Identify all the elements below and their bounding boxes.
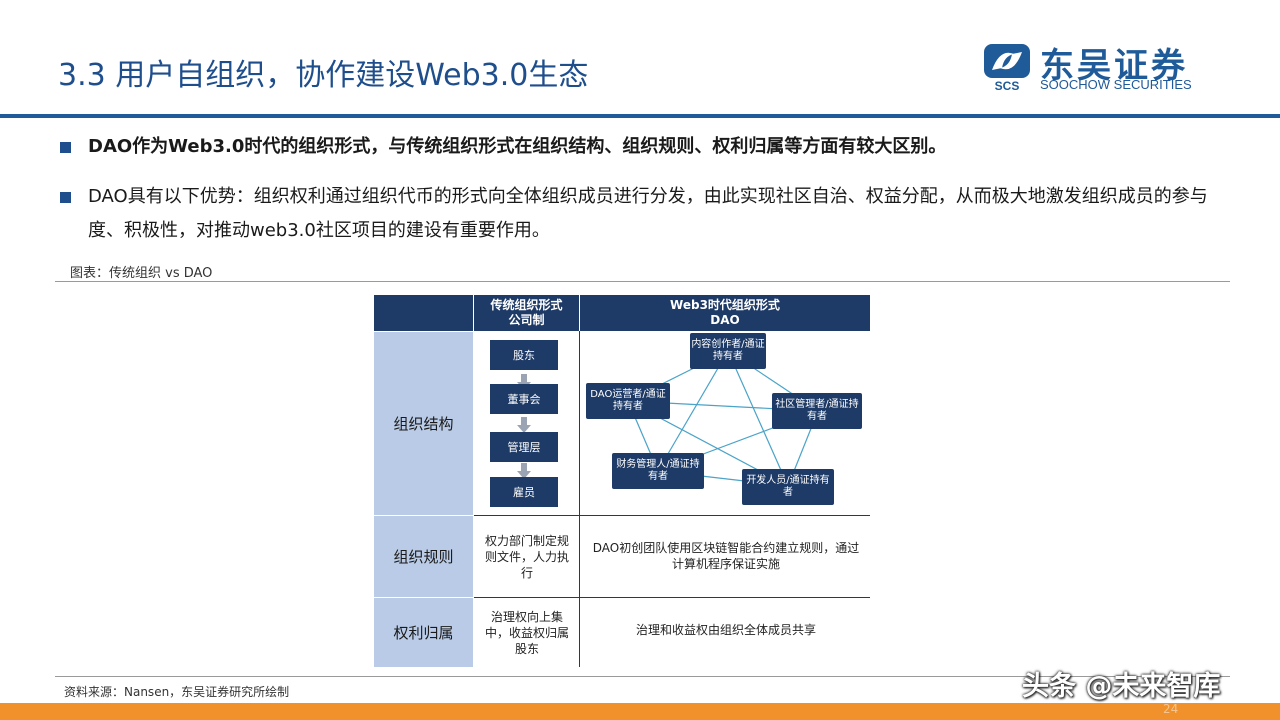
- source-divider: [55, 676, 1230, 677]
- row-header-structure: 组织结构: [374, 332, 473, 515]
- logo-english-name: SOOCHOW SECURITIES: [1040, 77, 1192, 92]
- bullet-square-icon: [60, 142, 71, 153]
- page-title: 3.3 用户自组织，协作建设Web3.0生态: [58, 58, 589, 93]
- row-divider: [474, 597, 870, 598]
- dao-node-finance: 财务管理人/通证持有者: [612, 453, 704, 489]
- bullet-text: DAO作为Web3.0时代的组织形式，与传统组织形式在组织结构、组织规则、权利归…: [88, 136, 947, 157]
- bullet-square-icon: [60, 192, 71, 203]
- company-logo: SCS 东吴证券 SOOCHOW SECURITIES: [982, 40, 1212, 96]
- chain-box-board: 董事会: [490, 384, 558, 414]
- header-traditional-title: 传统组织形式: [490, 298, 563, 312]
- rights-dao-cell: 治理和收益权由组织全体成员共享: [588, 615, 864, 645]
- row-header-rights: 权利归属: [374, 598, 473, 667]
- comparison-table: 传统组织形式 公司制 Web3时代组织形式 DAO 组织结构 组织规则 权利归属…: [374, 295, 870, 667]
- soochow-logo-icon: SCS: [984, 44, 1030, 92]
- figure-divider: [55, 281, 1230, 282]
- bullet-item: DAO作为Web3.0时代的组织形式，与传统组织形式在组织结构、组织规则、权利归…: [60, 130, 1220, 164]
- network-link: [727, 350, 789, 487]
- header-traditional: 传统组织形式 公司制: [474, 295, 579, 331]
- figure-label: 图表：传统组织 vs DAO: [70, 266, 213, 281]
- header-dao-title: Web3时代组织形式: [670, 298, 780, 312]
- dao-node-operator: DAO运营者/通证持有者: [586, 383, 670, 419]
- logo-mark-text: SCS: [995, 79, 1020, 92]
- rules-traditional-cell: 权力部门制定规则文件，人力执行: [482, 521, 572, 593]
- column-divider: [579, 331, 580, 667]
- page-number: 24: [1163, 702, 1179, 716]
- logo-chinese-name: 东吴证券: [1040, 46, 1188, 86]
- dao-network-diagram: 内容创作者/通证持有者 DAO运营者/通证持有者 社区管理者/通证持有者 财务管…: [582, 331, 870, 513]
- watermark: 头条 @未来智库: [1022, 671, 1221, 702]
- rights-traditional-cell: 治理权向上集中，收益权归属股东: [482, 602, 572, 664]
- header-dao: Web3时代组织形式 DAO: [580, 295, 870, 331]
- bullet-item: DAO具有以下优势：组织权利通过组织代币的形式向全体组织成员进行分发，由此实现社…: [60, 180, 1220, 248]
- chain-box-management: 管理层: [490, 432, 558, 462]
- down-arrow-icon: [517, 417, 531, 433]
- header-dao-subtitle: DAO: [710, 313, 740, 327]
- row-divider: [474, 515, 870, 516]
- footer-bar: [0, 703, 1280, 720]
- down-arrow-icon: [517, 463, 531, 479]
- dao-node-developer: 开发人员/通证持有者: [742, 469, 834, 505]
- dao-node-creator: 内容创作者/通证持有者: [690, 333, 766, 369]
- chain-box-shareholders: 股东: [490, 340, 558, 370]
- chain-box-employees: 雇员: [490, 477, 558, 507]
- bullet-text: DAO具有以下优势：组织权利通过组织代币的形式向全体组织成员进行分发，由此实现社…: [88, 186, 1208, 241]
- source-note: 资料来源：Nansen，东吴证券研究所绘制: [64, 685, 290, 699]
- dao-node-community: 社区管理者/通证持有者: [772, 393, 862, 429]
- table-corner-cell: [374, 295, 473, 331]
- row-header-rules: 组织规则: [374, 516, 473, 597]
- network-link: [657, 350, 729, 472]
- header-traditional-subtitle: 公司制: [508, 313, 545, 327]
- title-divider: [0, 114, 1280, 118]
- rules-dao-cell: DAO初创团队使用区块链智能合约建立规则，通过计算机程序保证实施: [588, 531, 864, 581]
